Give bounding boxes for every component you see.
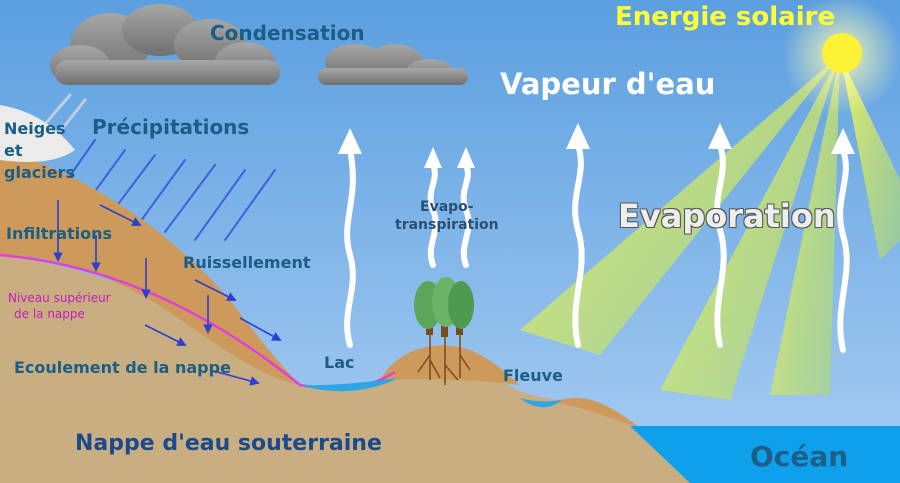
snow-cap: [0, 105, 75, 162]
sun-rays: [520, 55, 900, 400]
cloud-small-icon: [318, 44, 468, 85]
label-river: Fleuve: [503, 366, 563, 385]
label-snow-line-1: Neiges: [4, 119, 66, 138]
label-groundwater: Nappe d'eau souterraine: [75, 431, 382, 456]
label-precipitation: Précipitations: [92, 115, 250, 139]
cloud-large-icon: [50, 4, 280, 85]
ocean: [630, 426, 900, 483]
label-snow-line-3: glaciers: [4, 163, 75, 182]
vapor-arrow-heads: [338, 123, 855, 168]
river: [520, 398, 562, 408]
label-water-table-line-2: de la nappe: [14, 307, 85, 321]
label-infiltration: Infiltrations: [6, 224, 113, 243]
label-evapo-line-1: Evapo-: [420, 199, 474, 215]
label-runoff: Ruissellement: [183, 253, 311, 272]
infiltration-arrows: [53, 200, 213, 334]
label-lake: Lac: [324, 353, 355, 372]
trees-icon: [414, 277, 474, 385]
lake: [300, 378, 398, 392]
label-snow-line-2: et: [4, 141, 23, 160]
runoff-arrows: [99, 204, 282, 341]
label-evapotranspiration: Evapo- transpiration: [395, 198, 499, 234]
vapor-arrows: [344, 142, 850, 353]
soil-layer: [0, 150, 300, 385]
label-snow-glaciers: Neiges et glaciers: [4, 118, 75, 184]
river-bank-soil: [555, 397, 640, 428]
label-evaporation: Evaporation: [618, 197, 836, 235]
label-groundwater-flow: Ecoulement de la nappe: [14, 358, 231, 377]
label-solar-energy: Energie solaire: [615, 2, 836, 32]
label-water-vapor: Vapeur d'eau: [500, 67, 716, 101]
label-ocean: Océan: [750, 440, 849, 473]
label-water-table-line-1: Niveau supérieur: [8, 291, 111, 305]
label-evapo-line-2: transpiration: [395, 217, 499, 233]
groundwater-flow-arrows: [144, 324, 260, 386]
hill-soil: [380, 345, 520, 385]
label-water-table-level: Niveau supérieur de la nappe: [8, 290, 111, 322]
label-condensation: Condensation: [210, 21, 365, 45]
sun-icon: [822, 33, 862, 73]
